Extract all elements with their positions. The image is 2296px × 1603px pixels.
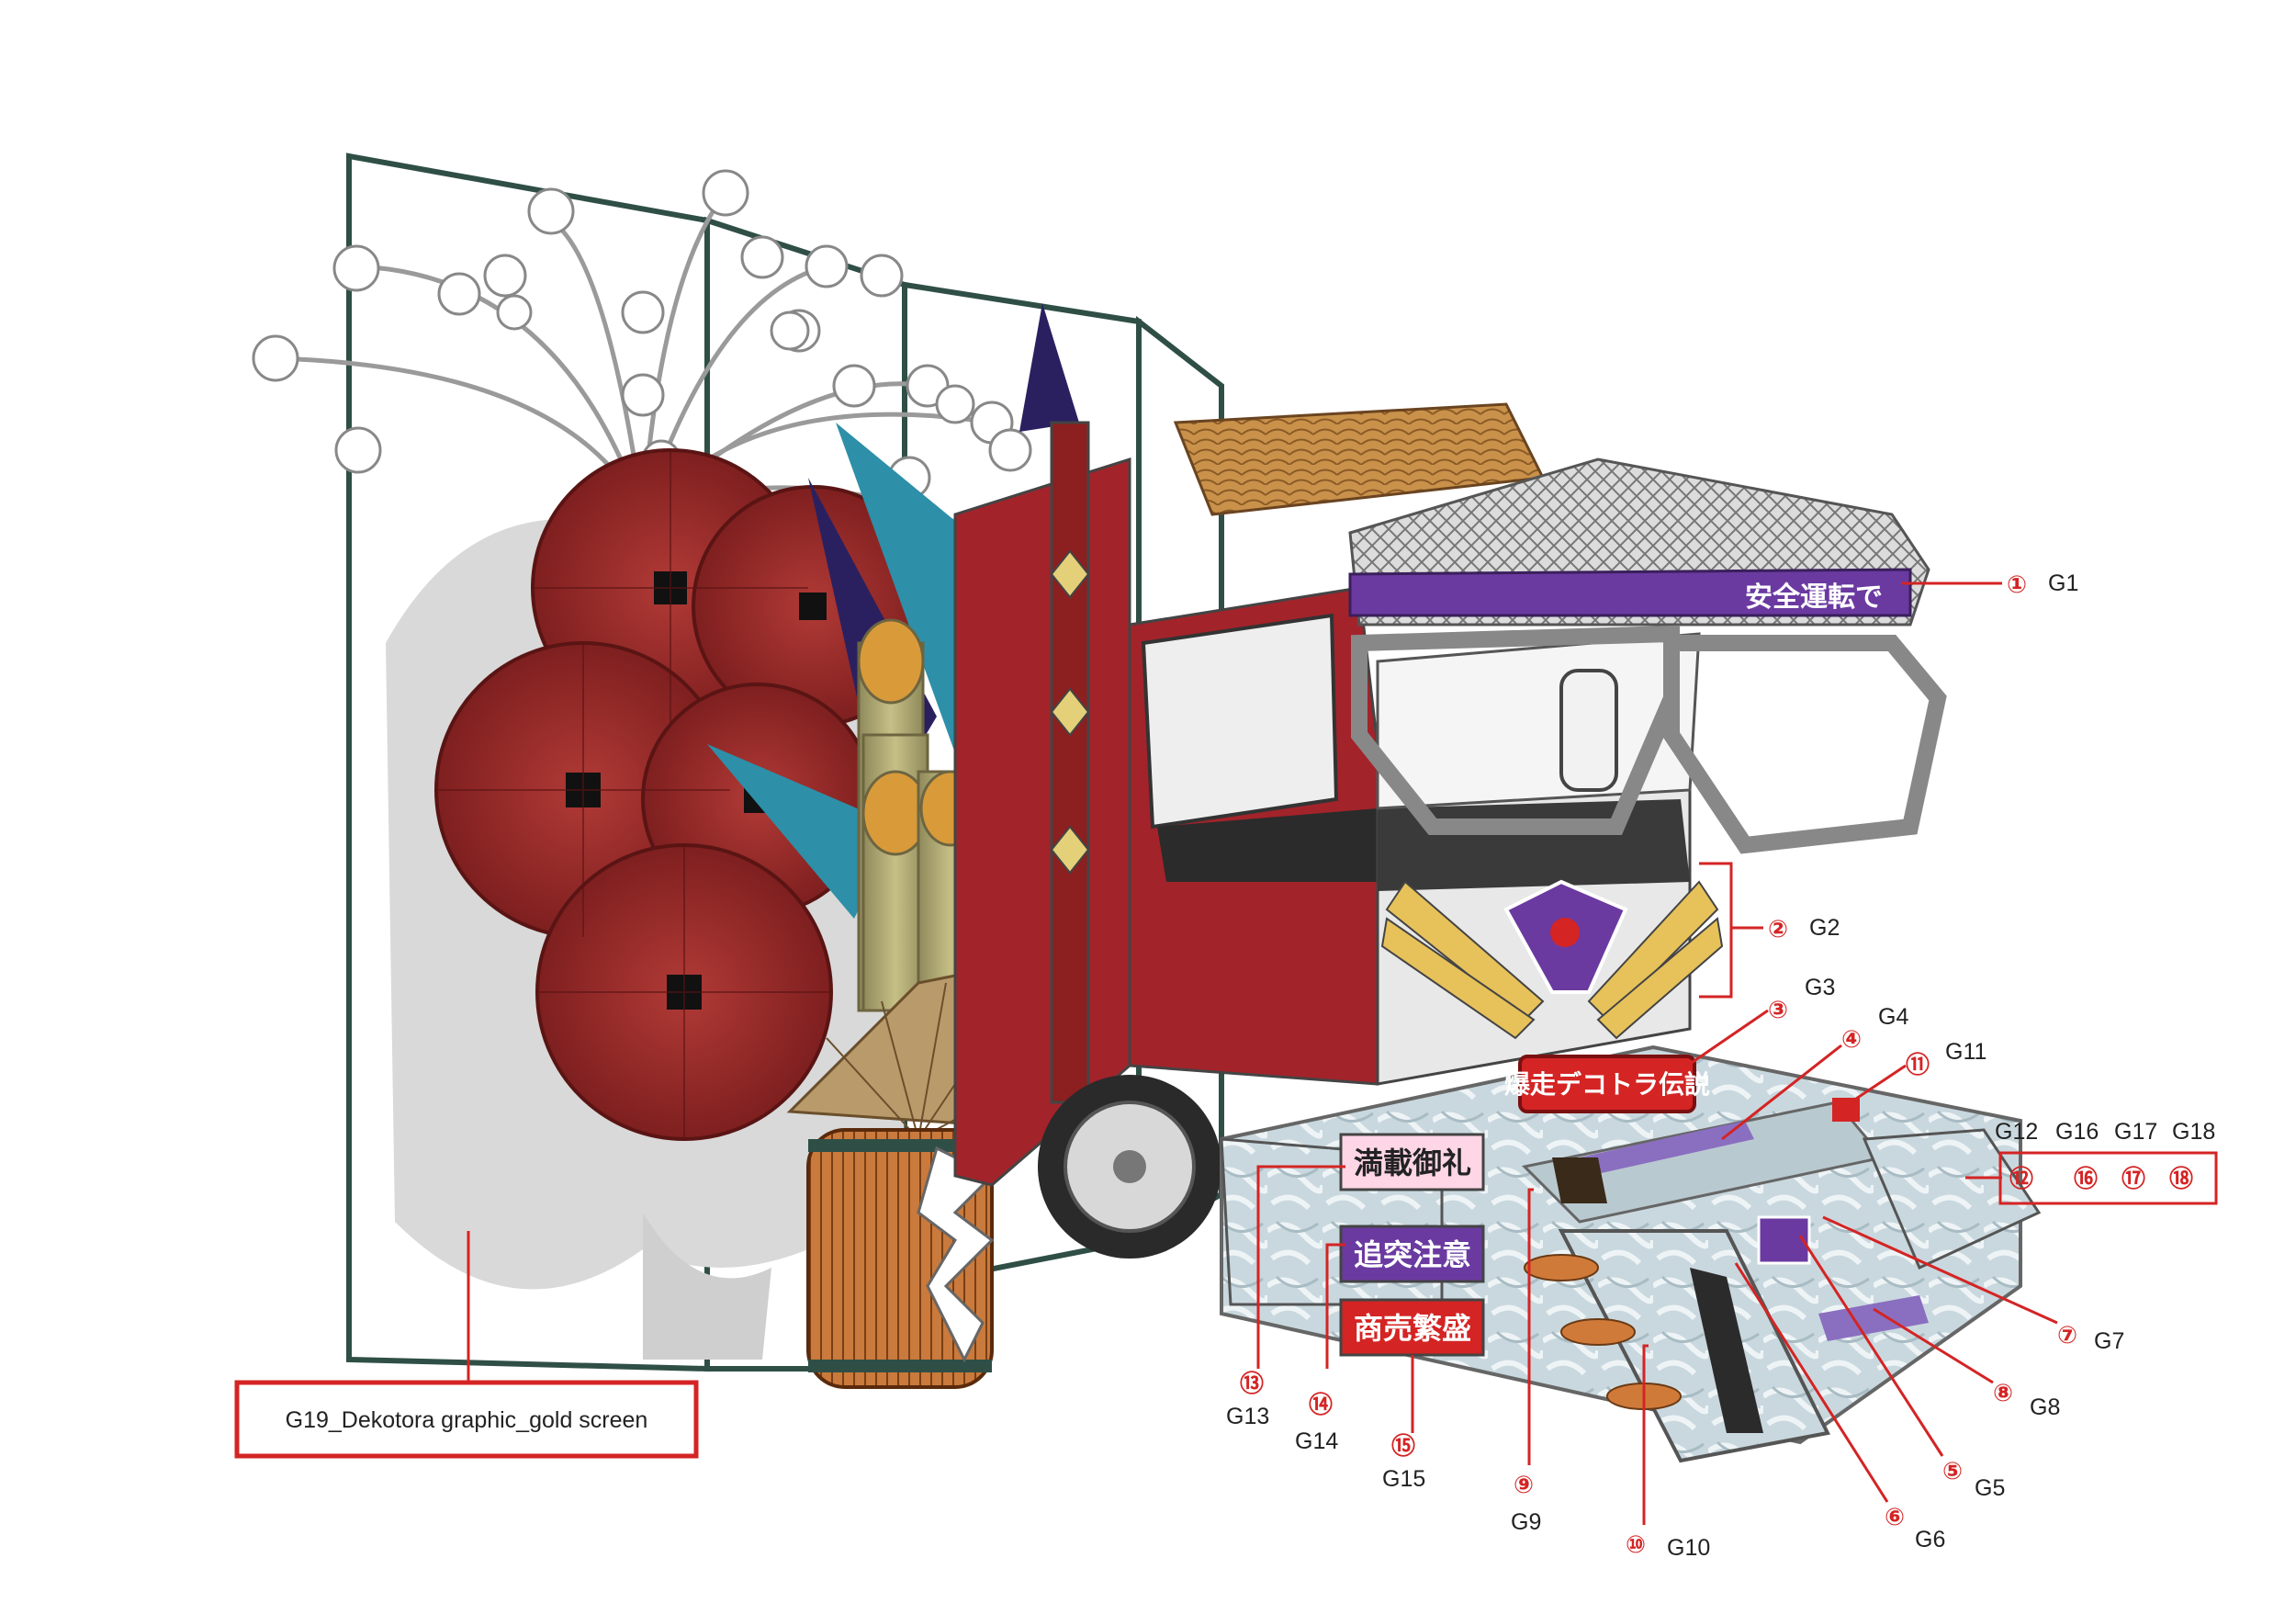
- plate-13-text: 満載御礼: [1354, 1146, 1471, 1180]
- callout-1: ① G1: [2007, 570, 2078, 599]
- small-plate-g11: [1832, 1098, 1860, 1122]
- callout-7: ⑦ G7: [2057, 1322, 2124, 1354]
- callout-4-number: ④: [1841, 1026, 1862, 1054]
- group-label-g16: G16: [2055, 1119, 2099, 1145]
- title-plate-text: 爆走デコトラ伝説: [1504, 1069, 1710, 1100]
- front-emblem: [1380, 879, 1724, 1040]
- group-label-g12: G12: [1995, 1119, 2038, 1145]
- dark-panel-g9: [1552, 1157, 1607, 1203]
- group-number-12: ⑫: [2009, 1165, 2033, 1193]
- top-banner-text: 安全運転で: [1745, 581, 1883, 614]
- callout-10: ⑩ G10: [1626, 1531, 1710, 1561]
- side-plate-13: 満載御礼: [1339, 1133, 1485, 1191]
- dark-panel-g6: [1690, 1268, 1763, 1433]
- callout-6-number: ⑥: [1885, 1504, 1905, 1531]
- gold-screen-label-text: G19_Dekotora graphic_gold screen: [286, 1407, 648, 1433]
- small-plate-g5: [1757, 1215, 1811, 1265]
- callout-13-label: G13: [1226, 1404, 1269, 1429]
- top-lattice-crown: 安全運転で: [1348, 457, 1947, 854]
- callout-3-label: G3: [1805, 975, 1835, 1000]
- plate-15-text: 商売繁盛: [1354, 1311, 1471, 1346]
- callout-13: ⑬ G13: [1226, 1370, 1269, 1429]
- callout-11-label: G11: [1945, 1039, 1986, 1065]
- side-plate-14: 追突注意: [1339, 1225, 1485, 1283]
- group-number-16: ⑯: [2074, 1165, 2098, 1193]
- callout-14: ⑭ G14: [1295, 1391, 1338, 1454]
- purple-stripe-g8: [1818, 1295, 1929, 1341]
- callout-7-number: ⑦: [2057, 1322, 2077, 1349]
- plate-14-text: 追突注意: [1354, 1237, 1471, 1272]
- callout-8: ⑧ G8: [1993, 1380, 2060, 1420]
- callout-15: ⑮ G15: [1382, 1432, 1425, 1492]
- callout-4-label: G4: [1878, 1004, 1908, 1030]
- callout-4: ④ G4: [1841, 1004, 1908, 1054]
- callout-10-label: G10: [1667, 1535, 1710, 1561]
- callout-2: ② G2: [1768, 915, 1840, 943]
- callout-3-number: ③: [1768, 997, 1788, 1024]
- kadomatsu: [786, 618, 1076, 1389]
- callout-8-number: ⑧: [1993, 1380, 2013, 1407]
- group-callout-box: G12 G16 G17 G18 ⑫ ⑯ ⑰ ⑱: [1995, 1119, 2218, 1205]
- title-plate: 爆走デコトラ伝説: [1504, 1055, 1710, 1113]
- group-label-g18: G18: [2172, 1119, 2215, 1145]
- callout-lines: [467, 581, 2058, 1525]
- callout-2-number: ②: [1768, 916, 1788, 943]
- callout-15-label: G15: [1382, 1466, 1425, 1492]
- callout-2-label: G2: [1809, 915, 1840, 941]
- callout-11-number: ⑪: [1906, 1051, 1930, 1079]
- callout-5-label: G5: [1975, 1475, 2005, 1501]
- callout-1-label: G1: [2048, 570, 2078, 596]
- callout-8-label: G8: [2030, 1394, 2060, 1420]
- group-number-17: ⑰: [2122, 1165, 2145, 1193]
- callout-6-label: G6: [1915, 1527, 1945, 1552]
- callout-5-number: ⑤: [1942, 1458, 1963, 1485]
- callout-9-label: G9: [1511, 1509, 1541, 1535]
- group-number-18: ⑱: [2169, 1165, 2193, 1193]
- gold-screen-label: G19_Dekotora graphic_gold screen: [234, 1380, 699, 1459]
- callout-11: ⑪ G11: [1906, 1039, 1986, 1079]
- callout-9-number: ⑨: [1514, 1472, 1534, 1499]
- callout-10-number: ⑩: [1626, 1531, 1646, 1559]
- top-banner: [1348, 568, 1912, 617]
- side-plate-15: 商売繁盛: [1339, 1298, 1485, 1357]
- callout-15-number: ⑮: [1391, 1432, 1415, 1461]
- purple-stripe-g4: [1580, 1121, 1754, 1176]
- callout-14-label: G14: [1295, 1428, 1338, 1454]
- callout-6: ⑥ G6: [1885, 1504, 1945, 1552]
- callout-3: ③ G3: [1768, 975, 1835, 1024]
- callout-13-number: ⑬: [1240, 1370, 1264, 1398]
- callout-7-label: G7: [2094, 1328, 2124, 1354]
- callout-1-number: ①: [2007, 571, 2027, 599]
- callout-14-number: ⑭: [1309, 1391, 1333, 1419]
- callout-9: ⑨ G9: [1511, 1472, 1541, 1535]
- callout-5: ⑤ G5: [1942, 1458, 2005, 1501]
- group-label-g17: G17: [2114, 1119, 2157, 1145]
- wagasa-umbrellas: [434, 448, 934, 1141]
